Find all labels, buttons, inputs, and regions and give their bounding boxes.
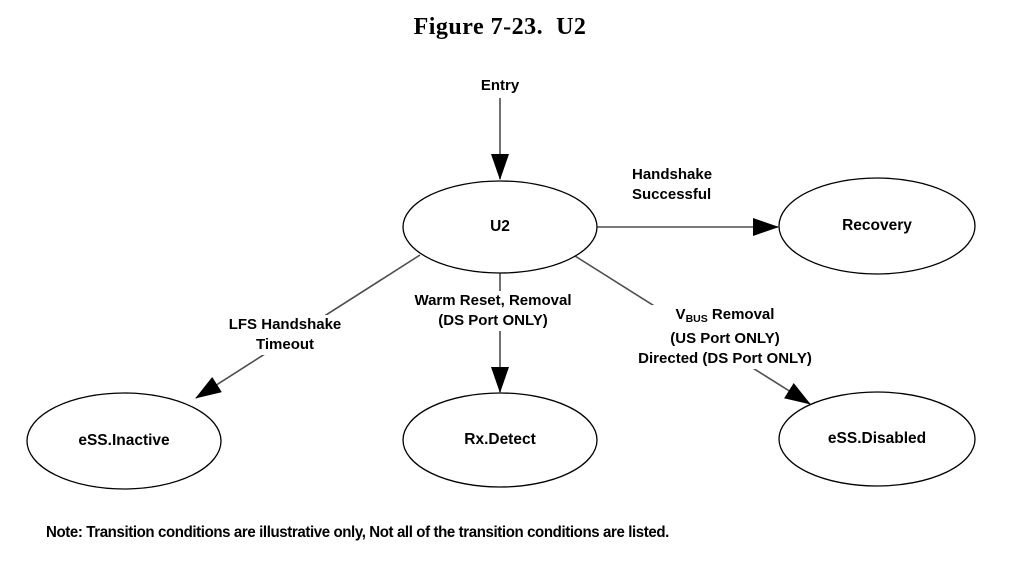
- handshake-successful-line1: Handshake: [632, 166, 713, 183]
- state-label-recovery: Recovery: [842, 217, 912, 234]
- transition-label-handshake-successful: Handshake Successful: [629, 165, 716, 205]
- figure-title: Figure 7-23. U2: [413, 14, 587, 40]
- vbus-removal-line3: Directed (DS Port ONLY): [638, 350, 812, 367]
- state-ellipse-ess-inactive: [26, 392, 222, 490]
- warm-reset-line2: (DS Port ONLY): [438, 312, 548, 329]
- vbus-removal-line2: (US Port ONLY): [670, 330, 780, 347]
- state-ellipse-rx-detect: [402, 392, 598, 488]
- transition-label-warm-reset-removal: Warm Reset, Removal (DS Port ONLY): [411, 291, 575, 331]
- state-label-u2: U2: [490, 218, 510, 235]
- transition-label-lfs-handshake-timeout: LFS Handshake Timeout: [225, 315, 345, 355]
- state-ellipse-ess-disabled: [778, 391, 976, 487]
- warm-reset-line1: Warm Reset, Removal: [414, 292, 572, 309]
- vbus-removal-line1: VBUS Removal: [638, 305, 812, 329]
- state-ellipse-recovery: [778, 177, 976, 275]
- lfs-timeout-line1: LFS Handshake: [228, 316, 342, 333]
- entry-label: Entry: [477, 76, 523, 96]
- handshake-successful-line2: Successful: [632, 186, 712, 203]
- vbus-subscript: BUS: [685, 313, 708, 325]
- state-label-ess-inactive: eSS.Inactive: [78, 432, 170, 449]
- lfs-timeout-line2: Timeout: [255, 336, 315, 353]
- transition-label-vbus-removal: VBUS Removal (US Port ONLY) Directed (DS…: [635, 305, 815, 369]
- note-text: Note: Transition conditions are illustra…: [46, 524, 669, 541]
- state-ellipse-u2: [402, 180, 598, 274]
- state-label-rx-detect: Rx.Detect: [464, 431, 536, 448]
- vbus-v: V: [675, 306, 686, 323]
- state-label-ess-disabled: eSS.Disabled: [827, 430, 927, 447]
- vbus-removal-word: Removal: [707, 306, 775, 323]
